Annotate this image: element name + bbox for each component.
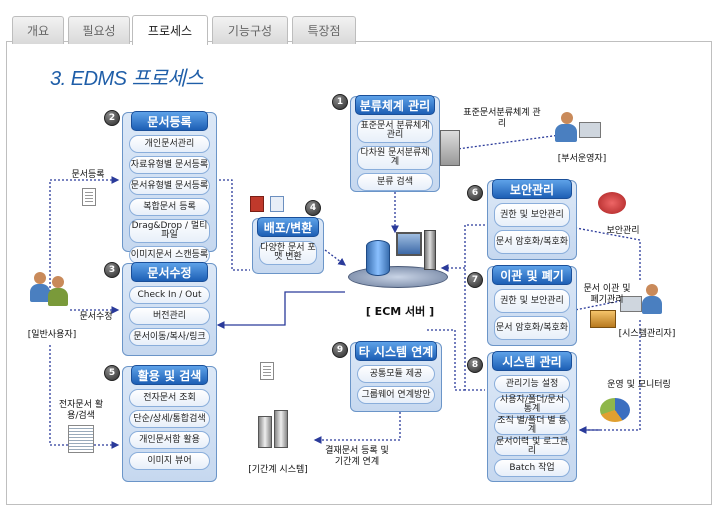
dept-operator-icon [555,112,605,150]
sys-admin-icon [620,284,664,324]
tab-overview[interactable]: 개요 [12,16,64,44]
panel-title: 이관 및 폐기 [492,265,572,285]
step-number-6: 6 [467,185,483,201]
document-icon [82,188,96,206]
archive-box-icon [590,310,616,328]
item-view[interactable]: 전자문서 조회 [129,389,210,407]
item-common-module[interactable]: 공통모듈 제공 [357,365,435,383]
item-log[interactable]: 문서이력 및 로그관리 [494,438,570,456]
item-check-in-out[interactable]: Check In / Out [129,286,210,304]
label-security: 보안관리 [606,226,640,236]
ecm-server-graphic [348,230,448,290]
label-transfer: 문서 이관 및 폐기관리 [583,284,631,305]
step-number-3: 3 [104,262,120,278]
document-icon [260,362,274,380]
item-user-stats[interactable]: 사용자/폴더/문서 통계 [494,396,570,414]
item-format-convert[interactable]: 다양한 문서 포맷 변환 [259,241,317,265]
label-doc-edit: 문서수정 [79,312,113,322]
item-encryption[interactable]: 문서 암호화/복호화 [494,230,570,254]
step-number-9: 9 [332,342,348,358]
item-permission[interactable]: 권한 및 보안관리 [494,203,570,227]
pdf-icon [250,196,264,212]
panel-security: 보안관리 권한 및 보안관리 문서 암호화/복호화 [487,179,577,260]
item-classification-search[interactable]: 분류 검색 [357,173,433,191]
panel-use-search: 활용 및 검색 전자문서 조회 단순/상세/통합검색 개인문서함 활용 이미지 … [122,365,217,482]
item-personal-box[interactable]: 개인문서함 활용 [129,431,210,449]
panel-title: 보안관리 [492,179,572,199]
item-encryption[interactable]: 문서 암호화/복호화 [494,316,570,340]
tab-strengths[interactable]: 특장점 [292,16,356,44]
step-number-1: 1 [332,94,348,110]
panel-title: 배포/변환 [257,217,319,237]
item-groupware[interactable]: 그룹웨어 연계방안 [357,386,435,404]
security-icon [598,192,626,214]
item-search[interactable]: 단순/상세/통합검색 [129,410,210,428]
report-icon [68,425,94,453]
item-by-data-type[interactable]: 자료유형별 문서등록 [129,156,210,174]
general-user-icon [30,270,70,315]
item-version[interactable]: 버전관리 [129,307,210,325]
panel-document-edit: 문서수정 Check In / Out 버전관리 문서이동/복사/링크 [122,262,217,356]
item-settings[interactable]: 관리기능 설정 [494,375,570,393]
step-number-4: 4 [305,200,321,216]
tab-process[interactable]: 프로세스 [132,15,208,45]
item-batch[interactable]: Batch 작업 [494,459,570,477]
document-icon [270,196,284,212]
label-use-search: 전자문서 활용/검색 [58,400,104,421]
item-standard-classification[interactable]: 표준문서 분류체계 관리 [357,119,433,143]
dept-operator-label: [부서운영자] [557,154,607,164]
item-compound-doc[interactable]: 복합문서 등록 [129,198,210,216]
label-approval: 결재문서 등록 및 기간계 연계 [325,446,389,467]
panel-classification: 분류체계 관리 표준문서 분류체계 관리 다차원 문서분류체계 분류 검색 [350,95,440,192]
panel-title: 시스템 관리 [492,351,572,371]
sys-admin-label: [시스템관리자] [618,329,676,339]
legacy-system-label: [기간계 시스템] [248,465,308,475]
label-ops: 운영 및 모니터링 [607,380,671,390]
item-image-viewer[interactable]: 이미지 뷰어 [129,452,210,470]
pie-chart-icon [600,398,630,422]
general-user-label: [일반사용자] [27,330,77,340]
label-doc-reg: 문서등록 [71,170,105,180]
content-frame [6,41,712,505]
item-org-stats[interactable]: 조직 별/폴더 별 통계 [494,417,570,435]
legacy-system-icon [258,410,298,450]
panel-title: 분류체계 관리 [355,95,435,115]
panel-title: 활용 및 검색 [131,365,208,385]
step-number-8: 8 [467,357,483,373]
label-std-doc: 표준문서분류체계 관리 [463,108,541,129]
panel-title: 문서수정 [131,262,208,282]
item-multi-dimension[interactable]: 다차원 문서분류체계 [357,146,433,170]
panel-title: 타 시스템 연계 [355,341,437,361]
tab-bar: 개요 필요성 프로세스 기능구성 특장점 [6,4,712,45]
step-number-2: 2 [104,110,120,126]
tab-features[interactable]: 기능구성 [212,16,288,44]
switch-icon [440,130,460,166]
panel-transfer-disposal: 이관 및 폐기 권한 및 보안관리 문서 암호화/복호화 [487,265,577,346]
item-move-copy[interactable]: 문서이동/복사/링크 [129,328,210,346]
tab-necessity[interactable]: 필요성 [68,16,130,44]
item-permission[interactable]: 권한 및 보안관리 [494,289,570,313]
panel-document-registration: 문서등록 개인문서관리 자료유형별 문서등록 문서유형별 문서등록 복합문서 등… [122,111,217,264]
panel-system-management: 시스템 관리 관리기능 설정 사용자/폴더/문서 통계 조직 별/폴더 별 통계… [487,351,577,482]
page-title: 3. EDMS 프로세스 [50,68,204,90]
item-by-doc-type[interactable]: 문서유형별 문서등록 [129,177,210,195]
item-personal-docs[interactable]: 개인문서관리 [129,135,210,153]
server-label: [ ECM 서버 ] [365,305,435,318]
step-number-5: 5 [104,365,120,381]
item-drag-drop[interactable]: Drag&Drop / 멀티파일 [129,219,210,243]
panel-distribution: 배포/변환 다양한 문서 포맷 변환 [252,217,324,274]
panel-title: 문서등록 [131,111,208,131]
panel-integration: 타 시스템 연계 공통모듈 제공 그룹웨어 연계방안 [350,341,442,412]
step-number-7: 7 [467,272,483,288]
